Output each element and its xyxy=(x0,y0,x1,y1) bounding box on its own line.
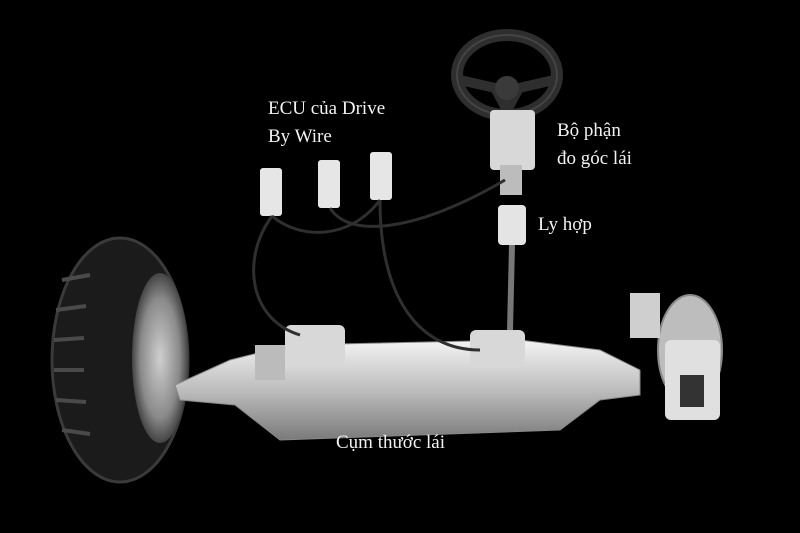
steering-wheel-icon xyxy=(451,29,563,121)
sensor-label-line1: Bộ phận xyxy=(557,120,621,141)
ecu-icon xyxy=(260,152,392,216)
clutch-label: Ly hợp xyxy=(538,214,592,235)
steering-rack-icon xyxy=(174,325,641,441)
steering-column-icon xyxy=(490,110,535,331)
sensor-label-line2: đo góc lái xyxy=(557,148,632,169)
ecu-label-line1: ECU của Drive xyxy=(268,98,386,119)
brake-disc-icon xyxy=(630,293,723,420)
tire-icon xyxy=(50,236,190,484)
ecu-label-line2: By Wire xyxy=(268,126,332,147)
wiring-harness xyxy=(252,178,506,352)
rack-label: Cụm thước lái xyxy=(336,432,445,453)
